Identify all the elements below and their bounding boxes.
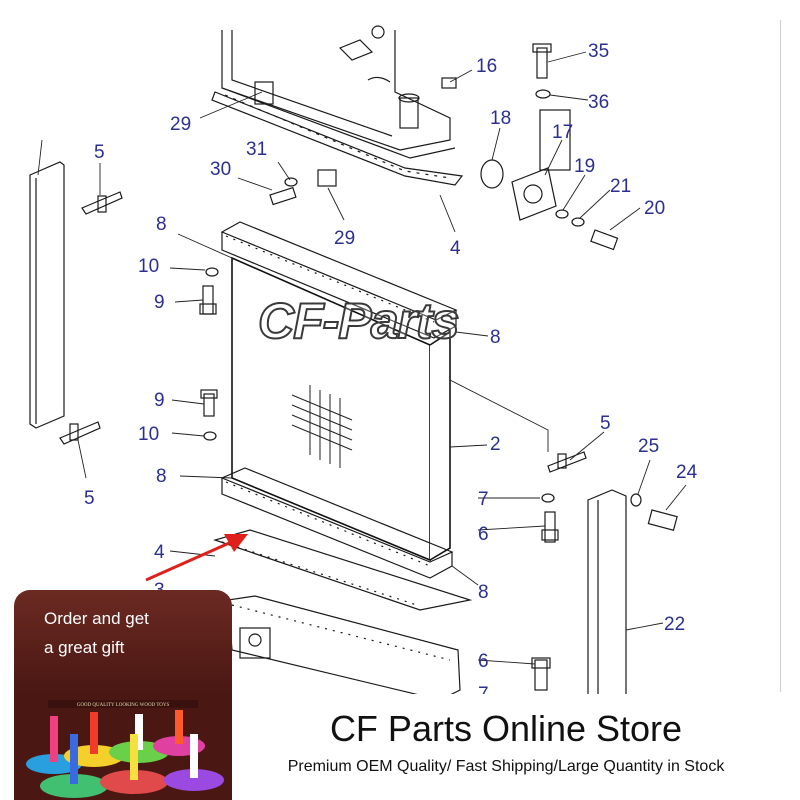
frame-border <box>780 20 781 692</box>
callout-label: 30 <box>210 159 231 180</box>
callout-label: 19 <box>574 156 595 177</box>
callout-label: 17 <box>552 122 573 143</box>
callout-label: 4 <box>450 238 461 259</box>
toy-photo: GOOD QUALITY LOOKING WOOD TOYS <box>14 694 232 800</box>
callout-label: 18 <box>490 108 511 129</box>
left-side-plate <box>29 161 65 429</box>
callout-label: 8 <box>156 466 167 487</box>
callout-label: 9 <box>154 292 165 313</box>
callout-label: 29 <box>334 228 355 249</box>
store-tagline: Premium OEM Quality/ Fast Shipping/Large… <box>287 758 725 775</box>
callout-label: 9 <box>154 390 165 411</box>
lower-tank <box>212 529 473 701</box>
gift-line-2: a great gift <box>44 638 125 657</box>
spinning-tops <box>26 710 224 798</box>
callout-label: 35 <box>588 41 609 62</box>
callout-label: 21 <box>610 176 631 197</box>
callout-label: 5 <box>94 142 105 163</box>
callout-label: 24 <box>676 462 698 483</box>
gift-text: Order and get a great gift <box>44 604 149 662</box>
fasteners <box>199 43 678 691</box>
callout-numbers: 16 35 36 18 17 29 5 31 30 19 21 20 29 4 … <box>84 41 698 705</box>
upper-tank <box>221 25 456 159</box>
radiator-core <box>220 221 458 579</box>
callout-label: 10 <box>138 256 159 277</box>
right-side-plate <box>587 489 627 701</box>
gift-line-1: Order and get <box>44 609 149 628</box>
leader-lines <box>37 51 687 665</box>
callout-label: 2 <box>490 434 501 455</box>
store-banner: GOOD QUALITY LOOKING WOOD TOYS CF Parts … <box>0 694 800 800</box>
callout-label: 22 <box>664 614 685 635</box>
callout-label: 8 <box>490 327 501 348</box>
callout-label: 16 <box>476 56 497 77</box>
callout-label: 6 <box>478 524 489 545</box>
callout-label: 36 <box>588 92 609 113</box>
callout-label: 31 <box>246 139 267 160</box>
upper-gasket <box>211 91 464 186</box>
callout-label: 10 <box>138 424 159 445</box>
callout-label: 5 <box>600 413 611 434</box>
watermark: CF-Parts <box>257 292 460 350</box>
callout-label: 5 <box>84 488 95 509</box>
toy-box-label: GOOD QUALITY LOOKING WOOD TOYS <box>77 703 170 708</box>
callout-label: 25 <box>638 436 659 457</box>
callout-label: 4 <box>154 542 165 563</box>
callout-label: 6 <box>478 651 489 672</box>
store-title: CF Parts Online Store <box>329 708 683 749</box>
callout-label: 8 <box>478 582 489 603</box>
callout-label: 29 <box>170 114 191 135</box>
red-arrow <box>145 534 248 582</box>
callout-label: 8 <box>156 214 167 235</box>
callout-label: 20 <box>644 198 665 219</box>
callout-label: 7 <box>478 489 489 510</box>
brackets <box>59 191 587 473</box>
gift-promo: Order and get a great gift <box>14 590 232 694</box>
